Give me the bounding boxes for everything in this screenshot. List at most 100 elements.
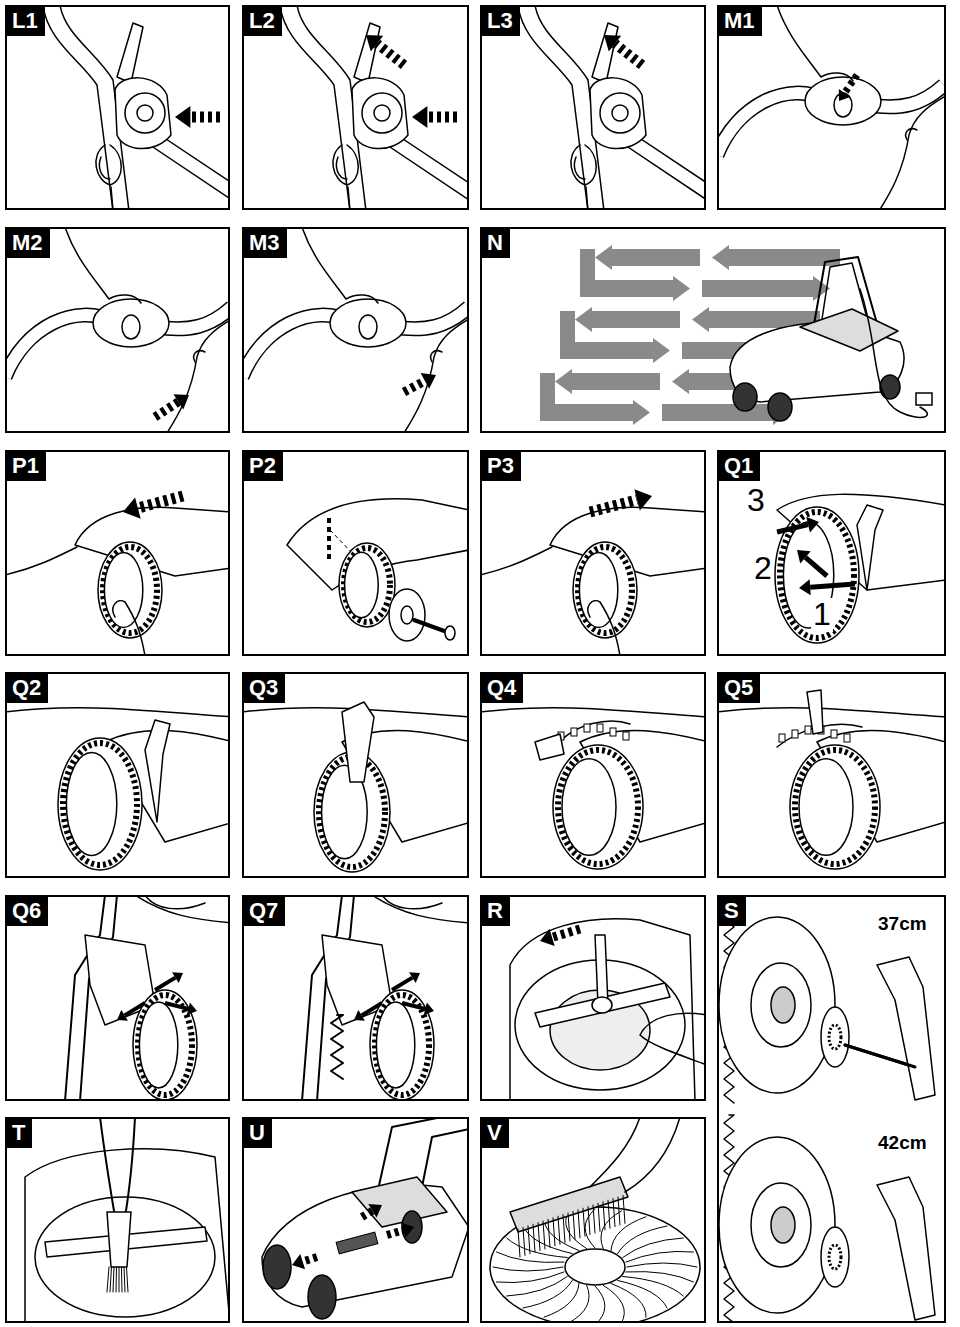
panel-art: [719, 7, 944, 208]
line-art: [592, 23, 618, 83]
line-art: [352, 1177, 447, 1227]
line-art: [493, 1267, 563, 1271]
line-art: [595, 935, 608, 1005]
panel-label: Q4: [482, 674, 523, 703]
line-art: [583, 1208, 585, 1236]
dimension-label: 37cm: [876, 914, 929, 934]
line-art: [540, 373, 555, 421]
panel-art: [540, 245, 932, 425]
motion-arrow: [845, 75, 857, 93]
panel-art: [25, 1119, 228, 1321]
panel-art: [7, 496, 228, 654]
figure-panel: P3: [480, 450, 706, 656]
line-art: [623, 1238, 684, 1258]
line-art: [354, 23, 380, 83]
line-art: [122, 315, 140, 339]
figure-panel: N: [480, 227, 946, 433]
line-art: [65, 229, 141, 303]
panel-label: R: [482, 897, 510, 926]
line-art: [372, 897, 467, 923]
line-art: [560, 311, 575, 359]
line-art: [330, 299, 406, 347]
panel-label: P3: [482, 452, 521, 481]
line-art: [401, 606, 413, 624]
arrow-head: [123, 497, 141, 518]
panel-art: [287, 499, 467, 641]
motion-arrow: [165, 1003, 188, 1009]
line-art: [375, 995, 429, 1095]
panel-art: [262, 1119, 467, 1319]
line-art: [510, 919, 695, 1099]
figure-panel: Q5: [717, 672, 946, 878]
line-art: [389, 589, 425, 641]
line-art: [562, 759, 616, 856]
callout-number: 1: [811, 598, 833, 632]
motion-arrow: [552, 929, 580, 937]
dimension-label: 42cm: [876, 1133, 929, 1153]
line-art: [579, 553, 617, 628]
panel-art: [518, 7, 704, 208]
line-art: [145, 897, 205, 909]
line-art: [113, 1267, 114, 1292]
figure-panel: Q7: [242, 895, 469, 1101]
line-art: [598, 1203, 600, 1231]
panel-art: [43, 7, 228, 208]
panel-label: Q3: [244, 674, 285, 703]
line-art: [263, 1245, 291, 1289]
line-art: [374, 105, 390, 121]
panel-art: [719, 897, 935, 1321]
line-art: [768, 393, 792, 421]
line-art: [119, 1267, 120, 1292]
panel-art: [65, 897, 228, 1099]
line-art: [362, 93, 402, 133]
arrow-head: [366, 35, 383, 52]
motion-arrow: [377, 44, 404, 65]
panel-label: P2: [244, 452, 283, 481]
line-art: [117, 23, 143, 83]
line-art: [626, 1251, 694, 1262]
panel-art: [302, 897, 467, 1099]
line-art: [528, 1226, 530, 1254]
mowing-path: [712, 245, 840, 270]
line-art: [93, 299, 169, 347]
panel-label: T: [7, 1119, 32, 1148]
motion-arrow: [777, 525, 808, 532]
callout-number: 2: [752, 552, 774, 586]
line-art: [110, 1267, 112, 1292]
panel-art: [7, 229, 228, 431]
line-art: [571, 145, 596, 185]
panel-label: L2: [244, 7, 282, 36]
line-art: [600, 93, 640, 133]
arrow-head: [799, 579, 811, 595]
line-art: [543, 1221, 545, 1249]
panel-art: [244, 702, 467, 872]
panel-art: [287, 499, 467, 641]
figure-panel: M1: [717, 5, 946, 210]
line-art: [139, 1002, 177, 1088]
arrow-head: [604, 35, 621, 52]
line-art: [523, 1227, 525, 1255]
line-art: [496, 1272, 564, 1283]
line-art: [573, 1211, 575, 1239]
panel-art: [775, 494, 944, 643]
line-art: [125, 1119, 135, 1217]
motion-arrow: [402, 1003, 425, 1009]
line-art: [588, 1207, 590, 1235]
mowing-path: [555, 369, 660, 394]
line-art: [590, 78, 646, 149]
line-art: [571, 728, 577, 736]
line-art: [719, 708, 944, 717]
panel-label: N: [482, 229, 510, 258]
panel-art: [719, 690, 944, 869]
line-art: [580, 249, 595, 297]
panel-art: [25, 1119, 228, 1321]
mowing-path: [585, 276, 690, 301]
line-art: [795, 750, 875, 864]
line-art: [807, 690, 823, 734]
line-art: [7, 708, 228, 717]
line-art: [145, 720, 170, 822]
wheel: [573, 542, 637, 638]
line-art: [137, 105, 153, 121]
line-art: [35, 1197, 215, 1317]
line-art: [327, 554, 331, 559]
